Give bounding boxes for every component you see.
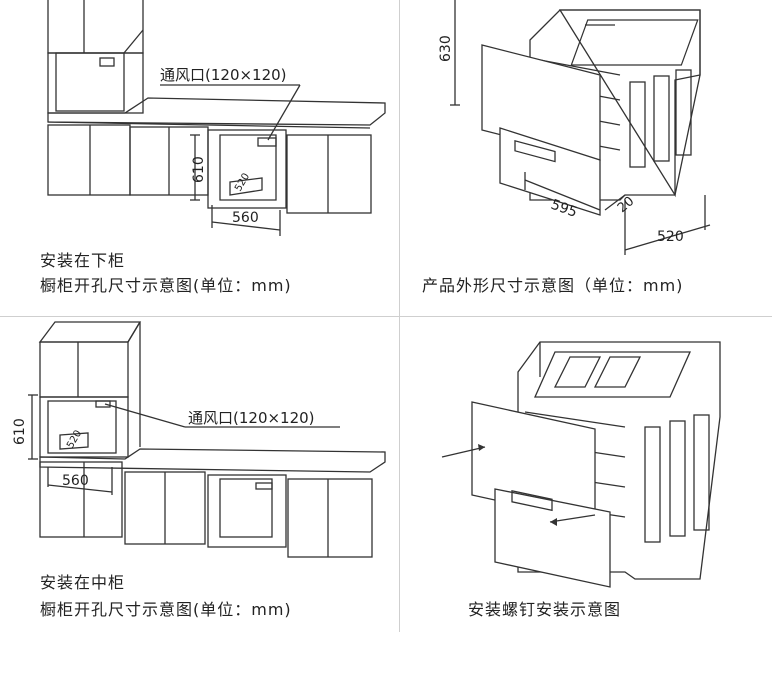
- bottom-dim-width: 560: [232, 210, 259, 226]
- horizontal-divider: [0, 316, 772, 317]
- middle-dim-height: 610: [12, 418, 28, 445]
- bottom-caption-title: 安装在下柜: [40, 251, 126, 270]
- panel-middle-cabinet: 通风口(120×120) 610 560 520 安装在中柜 橱柜开孔尺寸示意图…: [0, 317, 399, 632]
- bottom-dim-depth: 520: [233, 171, 252, 193]
- bottom-vent-label: 通风口(120×120): [160, 66, 287, 84]
- bottom-cabinet-diagram: 通风口(120×120) 610 560 520: [47, 0, 386, 236]
- product-dimensions-diagram: 630 595 20 520: [438, 0, 711, 255]
- product-dim-height: 630: [438, 35, 454, 62]
- screw-install-diagram: [441, 341, 721, 588]
- product-caption: 产品外形尺寸示意图（单位：mm): [422, 276, 684, 295]
- product-dim-depth: 520: [657, 229, 684, 245]
- bottom-dim-height: 610: [191, 156, 207, 183]
- panel-screw-install: 安装螺钉安装示意图: [400, 317, 772, 632]
- screw-caption: 安装螺钉安装示意图: [468, 600, 622, 619]
- bottom-caption-subtitle: 橱柜开孔尺寸示意图(单位：mm): [40, 276, 292, 295]
- middle-cabinet-diagram: 通风口(120×120) 610 560 520: [12, 321, 386, 558]
- middle-caption-subtitle: 橱柜开孔尺寸示意图(单位：mm): [40, 600, 292, 619]
- panel-product-dimensions: 630 595 20 520 产品外形尺寸示意图（单位：mm): [400, 0, 772, 316]
- middle-dim-width: 560: [62, 473, 89, 489]
- middle-vent-label: 通风口(120×120): [188, 409, 315, 427]
- panel-bottom-cabinet: 通风口(120×120) 610 560 520 安装在下柜 橱柜开孔尺寸示意图…: [0, 0, 399, 316]
- product-dim-offset: 20: [615, 194, 637, 216]
- middle-caption-title: 安装在中柜: [40, 573, 126, 592]
